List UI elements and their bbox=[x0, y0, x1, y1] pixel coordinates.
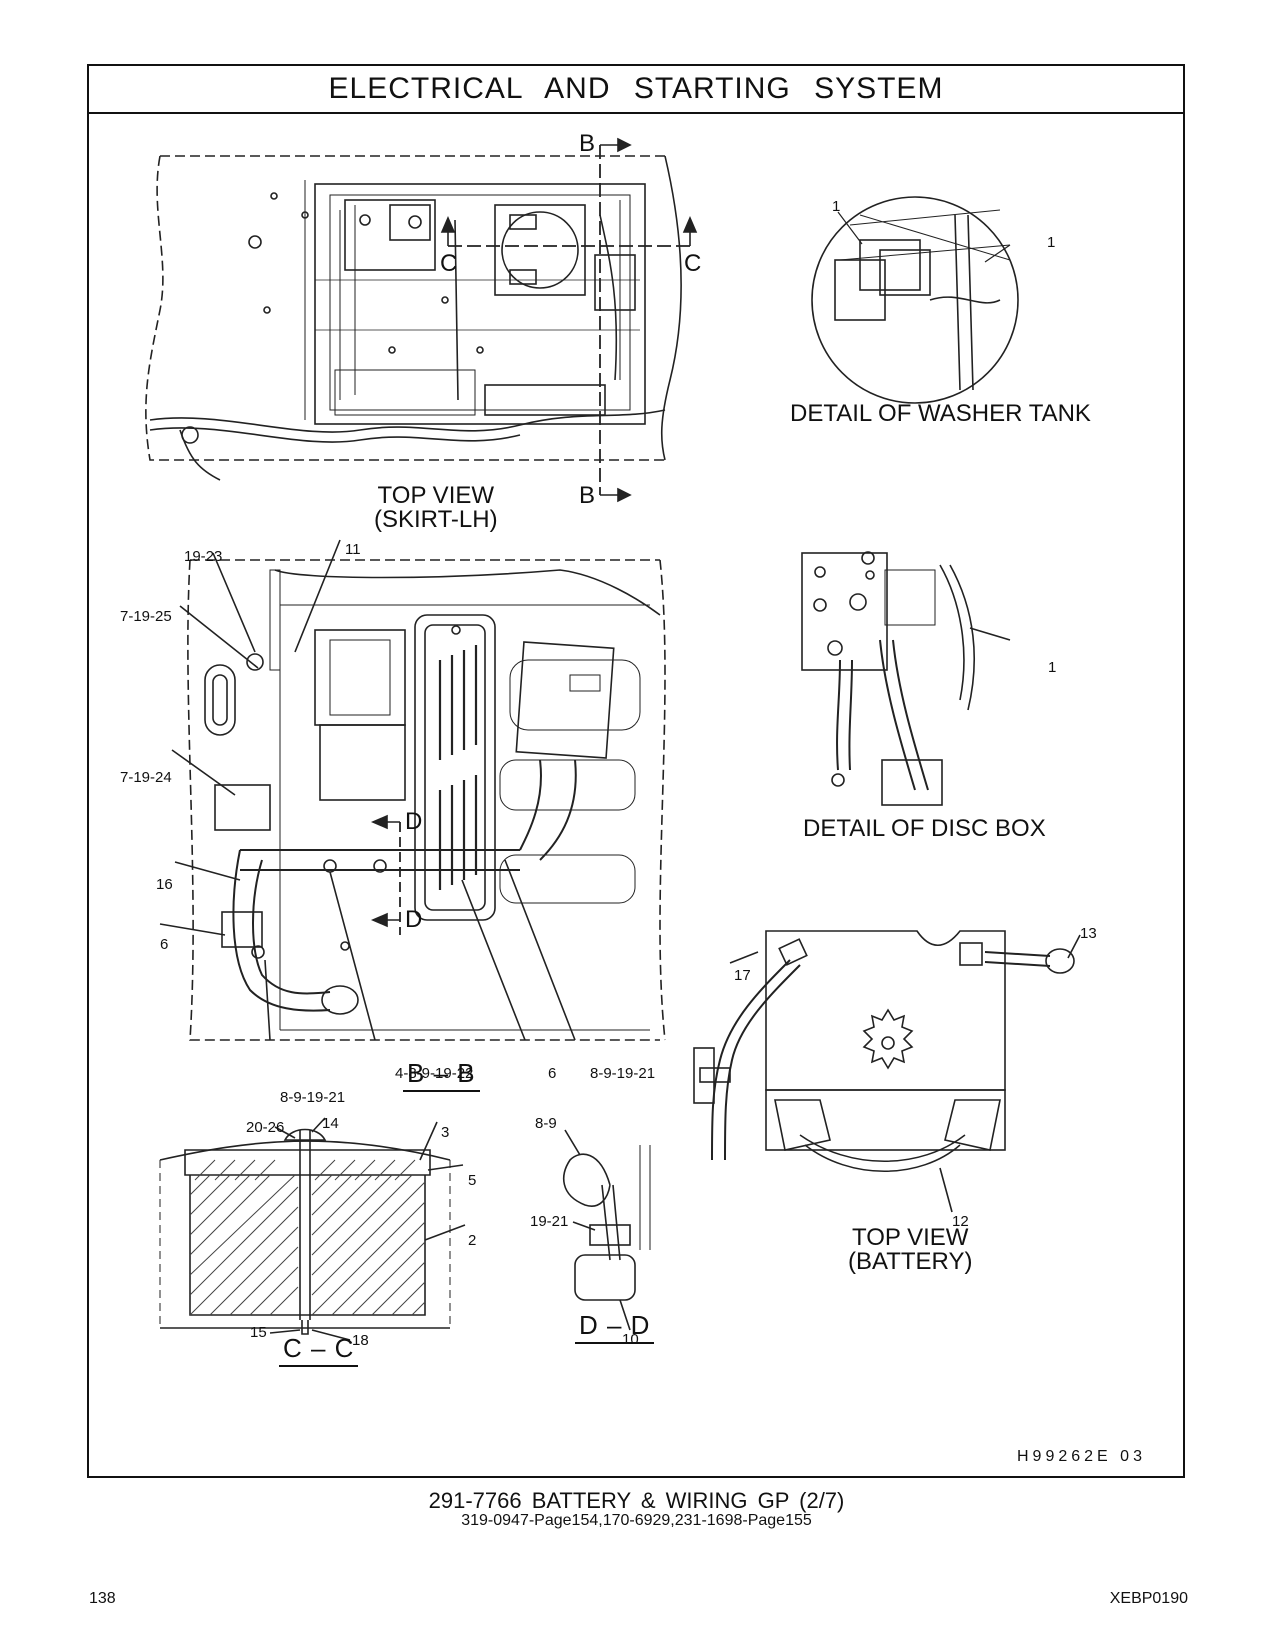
section-mark-d-lower: D bbox=[405, 906, 424, 933]
callout-16: 16 bbox=[156, 876, 173, 893]
top-view-skirt-drawing bbox=[145, 137, 698, 503]
section-mark-b-bottom: B bbox=[579, 482, 597, 509]
callout-6-right: 6 bbox=[548, 1065, 557, 1082]
callout-2: 2 bbox=[468, 1232, 477, 1249]
section-mark-b-top: B bbox=[579, 130, 597, 157]
top-view-skirt-line1: TOP VIEW bbox=[377, 482, 495, 509]
callout-7-19-24: 7-19-24 bbox=[120, 769, 172, 786]
drawing-reference: H99262E 03 bbox=[1017, 1448, 1146, 1465]
section-cc-label: C – C bbox=[279, 1333, 359, 1367]
callout-20-26: 20-26 bbox=[246, 1119, 285, 1136]
callout-3: 3 bbox=[441, 1124, 450, 1141]
section-dd-label: D – D bbox=[575, 1310, 655, 1344]
callout-1-disc: 1 bbox=[1048, 659, 1057, 676]
document-id: XEBP0190 bbox=[1109, 1590, 1188, 1607]
callout-13: 13 bbox=[1080, 925, 1097, 942]
section-bb-label: B – B bbox=[403, 1058, 480, 1092]
callout-12: 12 bbox=[952, 1213, 969, 1230]
section-cc-hatch bbox=[189, 1159, 426, 1316]
section-mark-c-right: C bbox=[684, 250, 703, 277]
page-number: 138 bbox=[89, 1590, 116, 1607]
callout-1-washer-b: 1 bbox=[1047, 234, 1056, 251]
callout-4-8-9-19-22: 4-8-9-19-22 bbox=[395, 1065, 474, 1082]
top-view-skirt-line2: (SKIRT-LH) bbox=[374, 506, 498, 533]
callout-10: 10 bbox=[622, 1331, 639, 1348]
callout-5: 5 bbox=[468, 1172, 477, 1189]
callout-18: 18 bbox=[352, 1332, 369, 1349]
washer-tank-detail-drawing bbox=[811, 196, 1019, 404]
top-view-battery-line1: TOP VIEW bbox=[851, 1224, 969, 1251]
section-bb-drawing bbox=[159, 539, 666, 1041]
battery-top-view-drawing bbox=[693, 930, 1081, 1213]
callout-8-9-19-21-left: 8-9-19-21 bbox=[280, 1089, 346, 1106]
disc-box-detail-drawing bbox=[801, 551, 1011, 806]
page-title: ELECTRICAL AND STARTING SYSTEM bbox=[89, 66, 1183, 114]
section-mark-c-left: C bbox=[440, 250, 459, 277]
callout-14: 14 bbox=[322, 1115, 339, 1132]
callout-8-9-19-21-right: 8-9-19-21 bbox=[590, 1065, 656, 1082]
callout-8-9: 8-9 bbox=[535, 1115, 557, 1132]
drawing-frame: ELECTRICAL AND STARTING SYSTEM bbox=[87, 64, 1185, 1478]
callout-15: 15 bbox=[250, 1324, 267, 1341]
washer-tank-label: DETAIL OF WASHER TANK bbox=[790, 400, 1091, 427]
reference-pages-line: 319-0947-Page154,170-6929,231-1698-Page1… bbox=[461, 1512, 812, 1529]
section-cc-drawing bbox=[159, 1117, 466, 1341]
top-view-battery-line2: (BATTERY) bbox=[848, 1248, 973, 1275]
callout-19-23: 19-23 bbox=[184, 548, 223, 565]
callout-17: 17 bbox=[734, 967, 751, 984]
section-mark-d-upper: D bbox=[405, 808, 424, 835]
callout-19-21: 19-21 bbox=[530, 1213, 569, 1230]
callout-1-washer-a: 1 bbox=[832, 198, 841, 215]
callout-7-19-25: 7-19-25 bbox=[120, 608, 172, 625]
callout-6-left: 6 bbox=[160, 936, 169, 953]
part-number-line: 291-7766 BATTERY & WIRING GP (2/7) bbox=[428, 1488, 845, 1513]
disc-box-label: DETAIL OF DISC BOX bbox=[803, 815, 1046, 842]
top-view-skirt-label: TOP VIEW (SKIRT-LH) bbox=[374, 484, 498, 532]
section-dd-drawing bbox=[563, 1129, 651, 1331]
top-view-battery-label: TOP VIEW (BATTERY) bbox=[848, 1226, 972, 1274]
callout-11: 11 bbox=[345, 541, 361, 558]
